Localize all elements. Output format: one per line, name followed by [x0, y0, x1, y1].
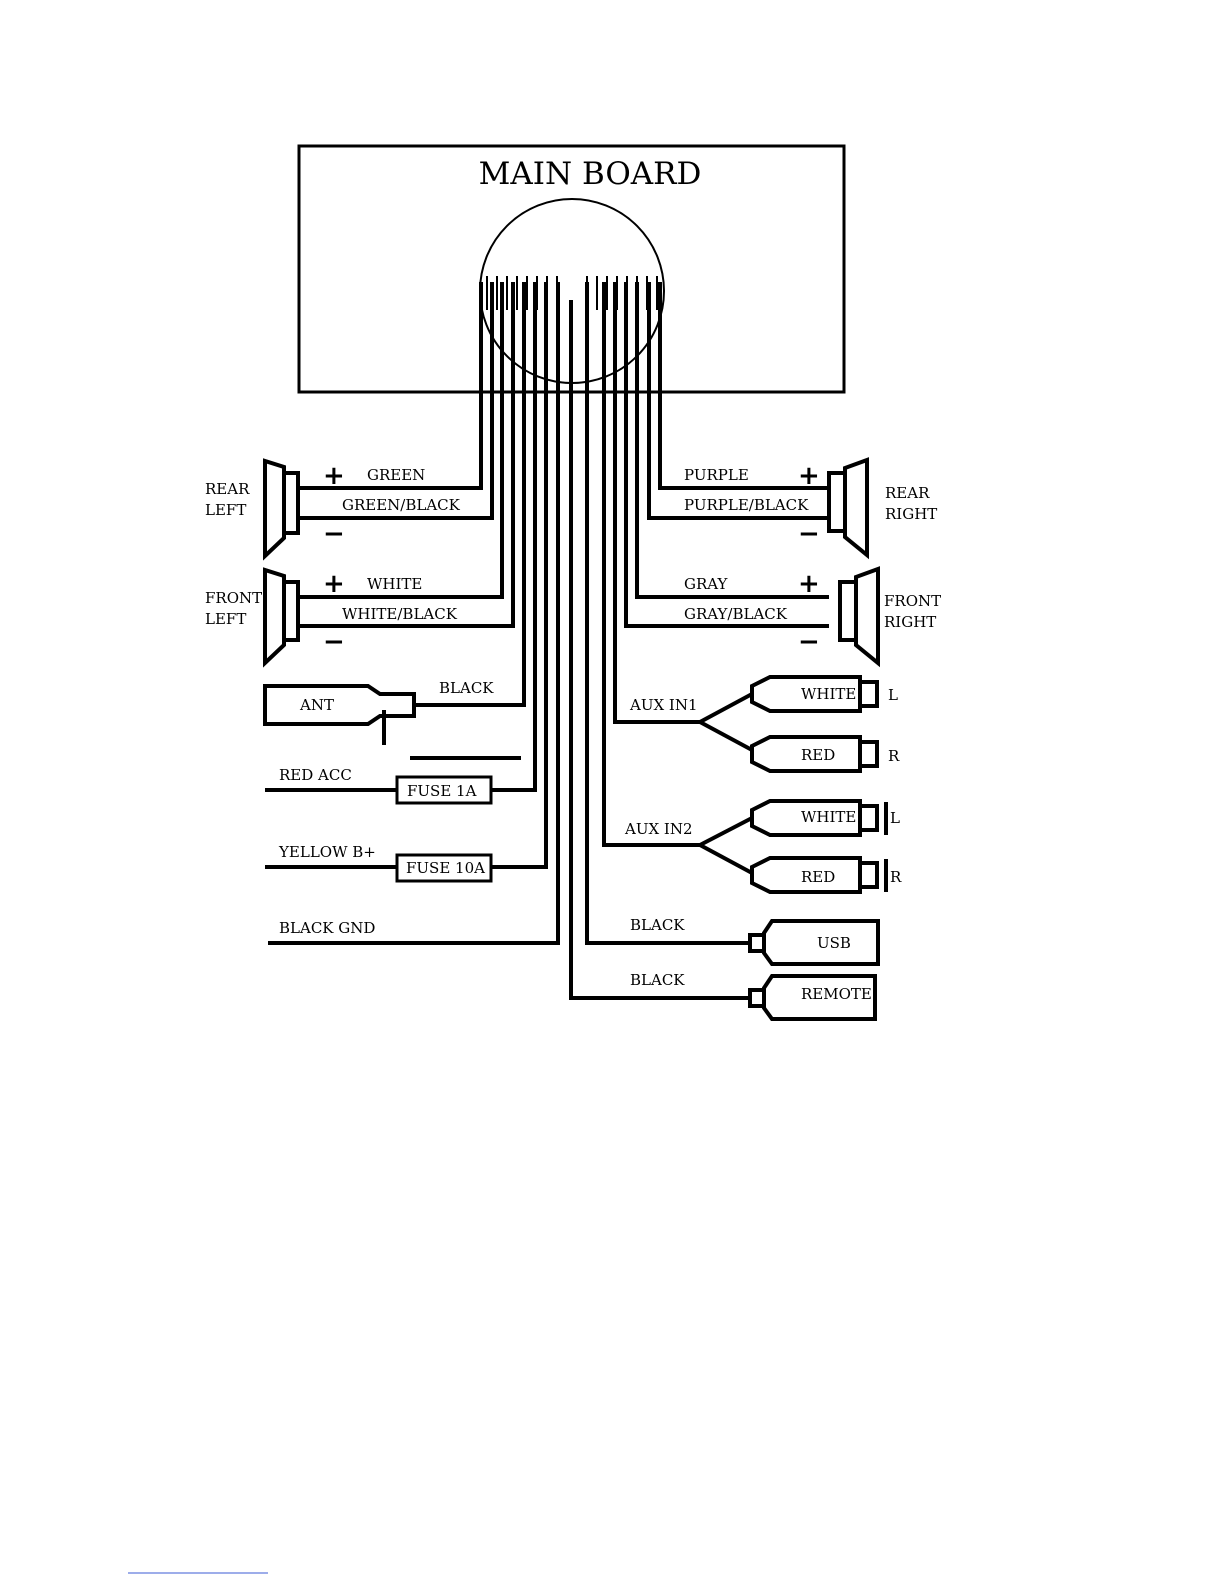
- minus-sign: −: [798, 519, 820, 549]
- speaker-label-line2: RIGHT: [885, 505, 937, 523]
- antenna-label: ANT: [299, 696, 334, 714]
- aux-in1-l-mark: L: [888, 686, 898, 704]
- aux-in2-white-plug: WHITE: [801, 808, 856, 826]
- yellow-b-label: YELLOW B+: [278, 843, 376, 861]
- speaker-front-left: FRONT LEFT + − WHITE WHITE/BLACK: [205, 569, 458, 663]
- plus-sign: +: [323, 569, 345, 599]
- speaker-rear-right: REAR RIGHT + − PURPLE PURPLE/BLACK: [684, 460, 937, 555]
- minus-sign: −: [323, 519, 345, 549]
- speaker-label-line2: RIGHT: [884, 613, 936, 631]
- usb-connector: USB BLACK: [630, 916, 878, 964]
- speaker-label-line1: REAR: [885, 484, 930, 502]
- speaker-label-line1: FRONT: [205, 589, 262, 607]
- plus-sign: +: [323, 461, 345, 491]
- speaker-front-right: FRONT RIGHT + − GRAY GRAY/BLACK: [684, 569, 941, 663]
- power-wires: FUSE 1A RED ACC FUSE 10A YELLOW B+ BLACK…: [265, 758, 521, 937]
- remote-connector: REMOTE BLACK: [630, 971, 875, 1019]
- red-acc-label: RED ACC: [279, 766, 352, 784]
- aux-in1-red-plug: RED: [801, 746, 835, 764]
- aux-in1-white-plug: WHITE: [801, 685, 856, 703]
- remote-label: REMOTE: [801, 985, 872, 1003]
- main-board-title: MAIN BOARD: [479, 156, 702, 192]
- usb-wire-label: BLACK: [630, 916, 685, 934]
- wire-label-gray: GRAY: [684, 575, 729, 593]
- aux-in2-red-plug: RED: [801, 868, 835, 886]
- speaker-label-line2: LEFT: [205, 501, 246, 519]
- aux-in2-l-mark: L: [890, 809, 900, 827]
- aux-in1-r-mark: R: [888, 747, 900, 765]
- aux-in2-r-mark: R: [890, 868, 902, 886]
- minus-sign: −: [323, 627, 345, 657]
- minus-sign: −: [798, 627, 820, 657]
- wire-label-green: GREEN: [367, 466, 425, 484]
- fuse-10a-label: FUSE 10A: [406, 859, 485, 877]
- remote-wire-label: BLACK: [630, 971, 685, 989]
- wire-label-purple: PURPLE: [684, 466, 749, 484]
- wire-label-purple-black: PURPLE/BLACK: [684, 496, 809, 514]
- wire-label-white-black: WHITE/BLACK: [342, 605, 458, 623]
- antenna-connector: ANT BLACK: [265, 679, 494, 745]
- fuse-1a-label: FUSE 1A: [407, 782, 477, 800]
- wire-label-white: WHITE: [367, 575, 422, 593]
- black-gnd-label: BLACK GND: [279, 919, 375, 937]
- wire-label-black: BLACK: [439, 679, 494, 697]
- aux-in1-label: AUX IN1: [629, 696, 698, 714]
- wire-label-gray-black: GRAY/BLACK: [684, 605, 788, 623]
- plus-sign: +: [798, 461, 820, 491]
- usb-label: USB: [817, 934, 851, 952]
- speaker-label-line2: LEFT: [205, 610, 246, 628]
- speaker-label-line1: REAR: [205, 480, 250, 498]
- wire-label-green-black: GREEN/BLACK: [342, 496, 461, 514]
- aux-in2-label: AUX IN2: [624, 820, 693, 838]
- speaker-label-line1: FRONT: [884, 592, 941, 610]
- speaker-rear-left: REAR LEFT + − GREEN GREEN/BLACK: [205, 461, 461, 556]
- plus-sign: +: [798, 569, 820, 599]
